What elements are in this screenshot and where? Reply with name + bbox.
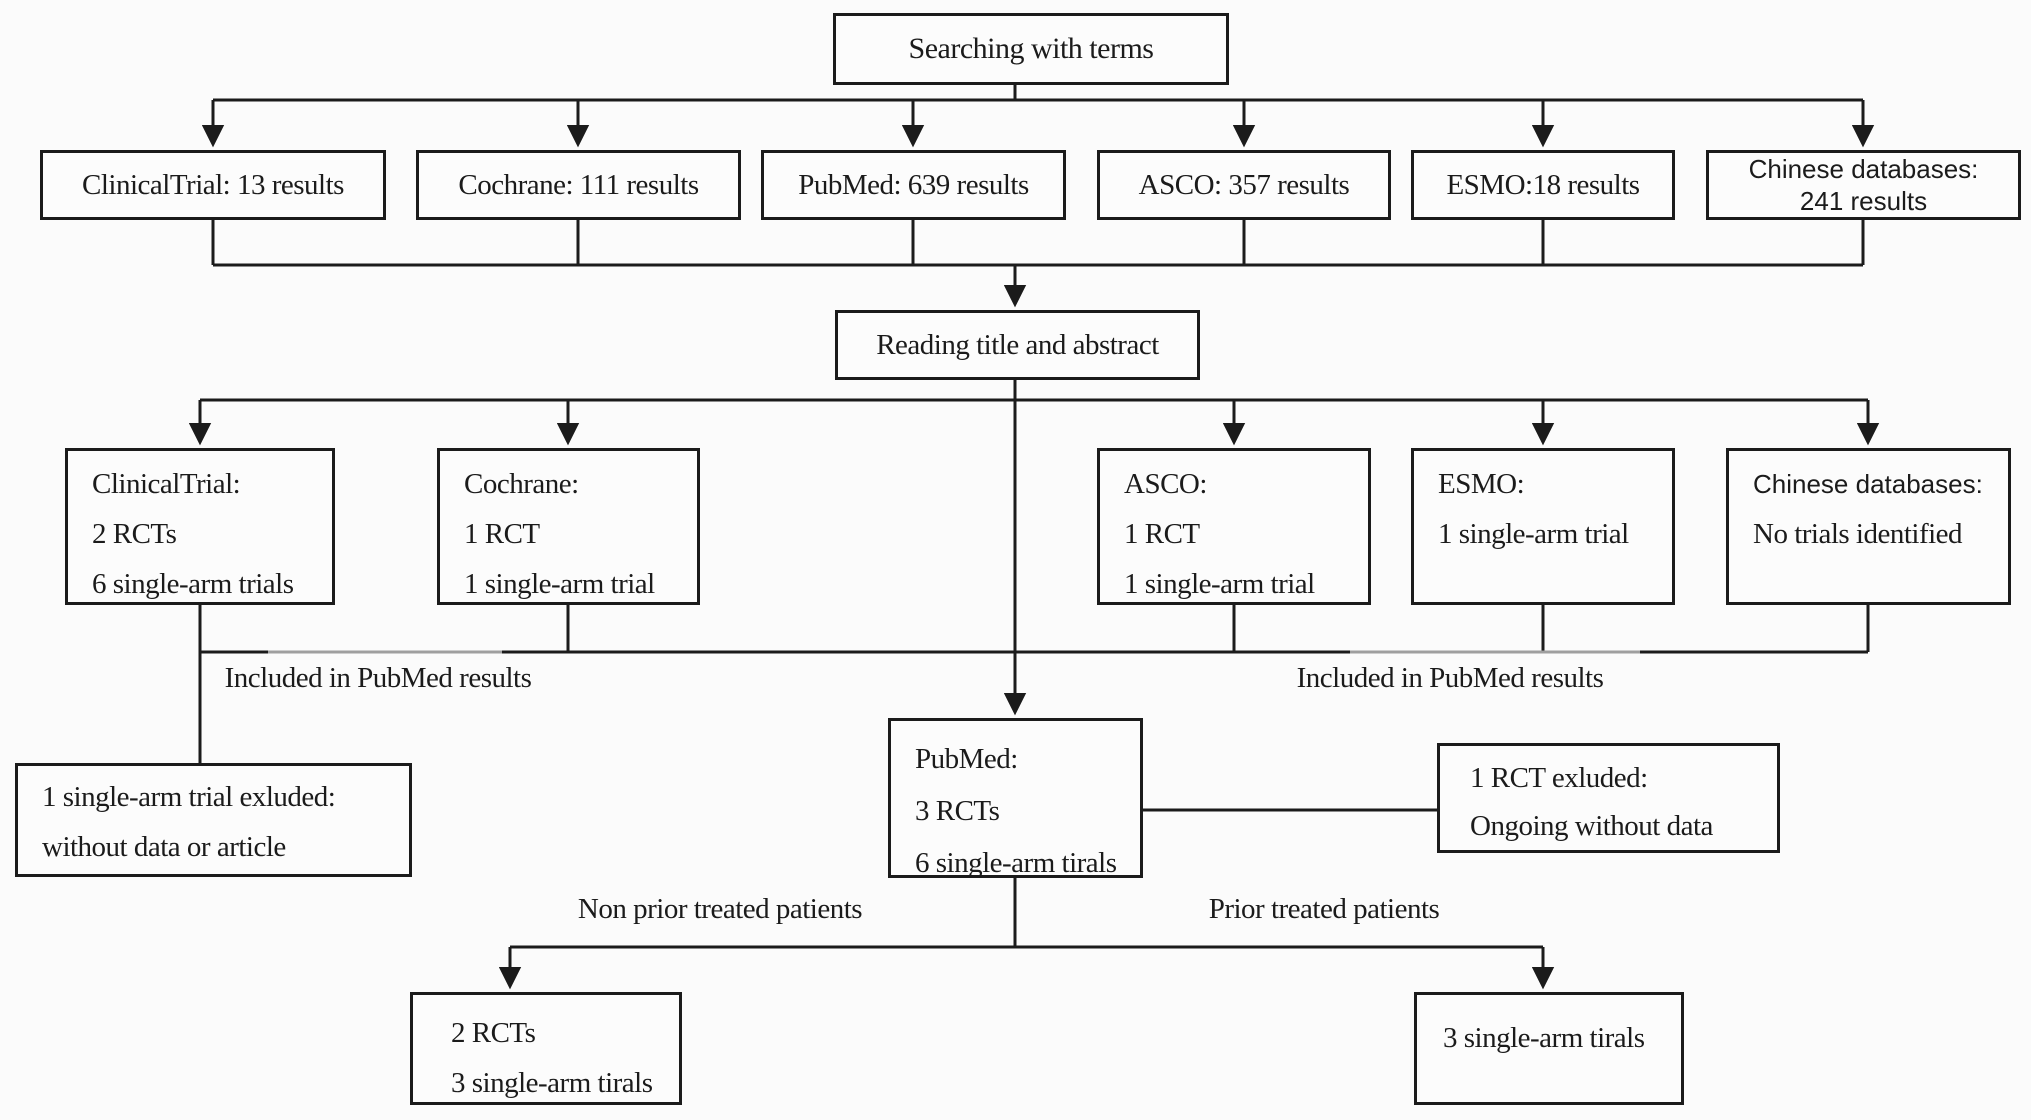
text-line: 1 single-arm trial [1124, 568, 1315, 600]
text-line: No trials identified [1753, 518, 1963, 550]
box-final-non-prior: 2 RCTs 3 single-arm tirals [410, 992, 682, 1105]
box-pubmed-pool: PubMed: 3 RCTs 6 single-arm tirals [888, 718, 1143, 879]
box-chinese-results-line1: Chinese databases: [1748, 154, 1979, 184]
text-line: without data or article [42, 831, 286, 863]
text-line: 3 RCTs [915, 795, 1000, 827]
text-line: 1 single-arm trial [464, 568, 655, 600]
box-chinese-results-line2: 241 results [1799, 186, 1928, 216]
box-reading-label: Reading title and abstract [876, 328, 1159, 361]
label-included-left: Included in PubMed results [224, 662, 532, 694]
box-clinicaltrial-screened: ClinicalTrial: 2 RCTs 6 single-arm trial… [65, 448, 335, 605]
box-searching: Searching with terms [833, 13, 1229, 85]
text-line: ESMO: [1438, 468, 1525, 500]
text-line: Ongoing without data [1470, 810, 1713, 842]
label-prior-treated: Prior treated patients [1208, 893, 1440, 925]
text-line: 1 RCT exluded: [1470, 762, 1648, 794]
text-line: ClinicalTrial: [92, 468, 241, 500]
box-cochrane-results-label: Cochrane: 111 results [458, 168, 699, 201]
label-included-right: Included in PubMed results [1296, 662, 1604, 694]
text-line: 2 RCTs [451, 1017, 536, 1049]
text-line: 3 single-arm tirals [1443, 1022, 1645, 1054]
box-excluded-single-arm: 1 single-arm trial exluded: without data… [15, 763, 412, 877]
box-pubmed-results: PubMed: 639 results [761, 150, 1066, 220]
box-clinicaltrial-results-label: ClinicalTrial: 13 results [82, 168, 344, 201]
box-chinese-results: Chinese databases: 241 results [1706, 150, 2021, 220]
text-line: 2 RCTs [92, 518, 177, 550]
text-line: 1 RCT [464, 518, 540, 550]
text-line: Cochrane: [464, 468, 579, 500]
box-esmo-results-label: ESMO:18 results [1446, 168, 1640, 201]
text-line: 6 single-arm tirals [915, 847, 1117, 879]
box-excluded-rct: 1 RCT exluded: Ongoing without data [1437, 743, 1780, 853]
box-reading: Reading title and abstract [835, 310, 1200, 380]
box-cochrane-screened: Cochrane: 1 RCT 1 single-arm trial [437, 448, 700, 605]
text-line: ASCO: [1124, 468, 1207, 500]
text-line: PubMed: [915, 743, 1018, 775]
box-clinicaltrial-results: ClinicalTrial: 13 results [40, 150, 386, 220]
box-esmo-screened: ESMO: 1 single-arm trial [1411, 448, 1675, 605]
text-line: 6 single-arm trials [92, 568, 294, 600]
box-chinese-screened: Chinese databases: No trials identified [1726, 448, 2011, 605]
text-line: 1 single-arm trial exluded: [42, 781, 336, 813]
box-pubmed-results-label: PubMed: 639 results [798, 168, 1029, 201]
text-line: 3 single-arm tirals [451, 1067, 653, 1099]
box-asco-screened: ASCO: 1 RCT 1 single-arm trial [1097, 448, 1371, 605]
box-asco-results-label: ASCO: 357 results [1138, 168, 1350, 201]
text-line: 1 single-arm trial [1438, 518, 1629, 550]
label-non-prior-treated: Non prior treated patients [577, 893, 863, 925]
box-asco-results: ASCO: 357 results [1097, 150, 1391, 220]
text-line: Chinese databases: [1753, 469, 1983, 499]
text-line: 1 RCT [1124, 518, 1200, 550]
box-esmo-results: ESMO:18 results [1411, 150, 1675, 220]
box-cochrane-results: Cochrane: 111 results [416, 150, 741, 220]
box-searching-label: Searching with terms [908, 32, 1154, 65]
box-final-prior: 3 single-arm tirals [1414, 992, 1684, 1105]
